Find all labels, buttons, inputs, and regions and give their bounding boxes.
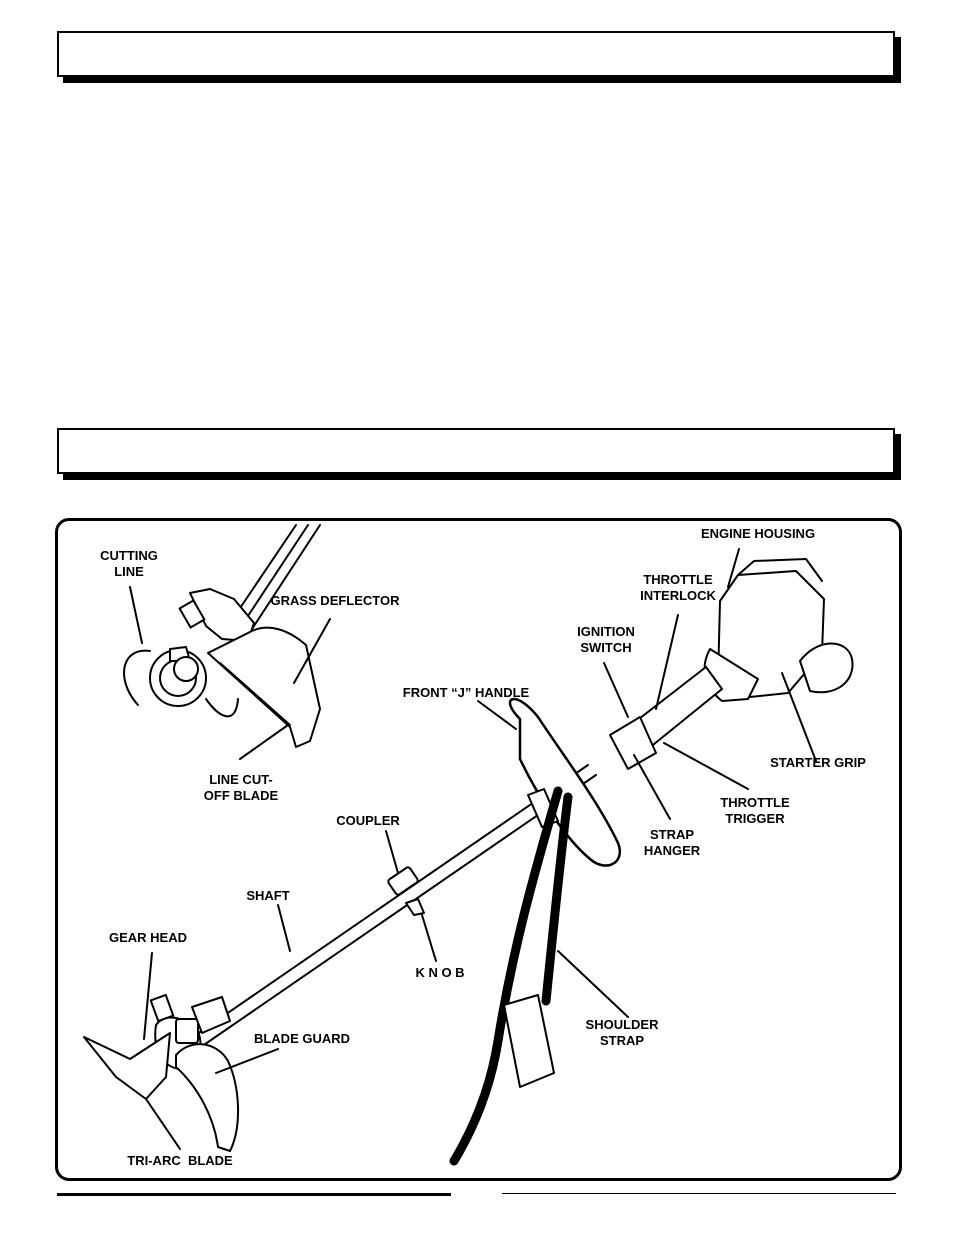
label-knob: K N O B [415, 965, 465, 980]
leader-starter-grip [781, 672, 817, 762]
label-tri-arc-blade: TRI-ARC BLADE [127, 1153, 233, 1168]
inset-shaft [231, 524, 321, 630]
leader-strap-hanger [633, 754, 671, 820]
leader-shaft [277, 904, 291, 952]
trimmer-parts-diagram: CUTTING LINE GRASS DEFLECTOR LINE CUT- O… [55, 518, 902, 1181]
label-cutting-line: CUTTING LINE [100, 548, 158, 579]
leader-engine-housing [727, 548, 740, 588]
front-j-handle-shape [508, 698, 621, 867]
leader-front-handle [477, 700, 517, 730]
label-throttle-trigger: THROTTLE TRIGGER [720, 795, 790, 826]
label-grass-deflector: GRASS DEFLECTOR [270, 593, 400, 608]
label-strap-hanger: STRAP HANGER [643, 827, 701, 858]
leader-ignition-switch [603, 662, 629, 718]
cutting-line-arc [123, 649, 151, 706]
engine-assembly [609, 558, 854, 770]
cutting-head-inset [149, 588, 255, 707]
shoulder-strap-shape [449, 786, 573, 1166]
label-gear-head: GEAR HEAD [108, 930, 188, 945]
footer-rule-right [502, 1193, 896, 1194]
leader-blade-guard [215, 1048, 279, 1074]
leader-throttle-interlock [655, 614, 679, 710]
label-engine-housing: ENGINE HOUSING [700, 526, 816, 541]
label-coupler: COUPLER [336, 813, 400, 828]
leader-coupler [385, 830, 399, 874]
leader-tri-arc-blade [145, 1098, 181, 1150]
blade-guard-shape [175, 1043, 239, 1152]
leader-throttle-trigger [663, 742, 749, 790]
label-front-j-handle: FRONT “J” HANDLE [402, 685, 530, 700]
grass-deflector-shape [207, 626, 321, 748]
label-ignition-switch: IGNITION SWITCH [577, 624, 635, 655]
label-shaft: SHAFT [246, 888, 290, 903]
label-starter-grip: STARTER GRIP [770, 755, 866, 770]
leader-knob [421, 914, 437, 962]
label-shoulder-strap: SHOULDER STRAP [585, 1017, 659, 1048]
leader-gear-head [143, 952, 153, 1040]
main-shaft [189, 764, 597, 1050]
knob-shape [405, 898, 425, 916]
label-blade-guard: BLADE GUARD [253, 1031, 351, 1046]
label-line-cutoff-blade: LINE CUT- OFF BLADE [203, 772, 279, 803]
cutting-line-arc-2 [205, 698, 239, 718]
trimmer-illustration [83, 524, 854, 1166]
leader-shoulder-strap [557, 950, 629, 1018]
coupler-shape [387, 866, 419, 896]
section-header-box-1 [57, 31, 895, 77]
tri-arc-blade-shape [83, 1032, 171, 1100]
label-throttle-interlock: THROTTLE INTERLOCK [640, 572, 716, 603]
section-header-box-2 [57, 428, 895, 474]
footer-rule-left [57, 1193, 451, 1196]
